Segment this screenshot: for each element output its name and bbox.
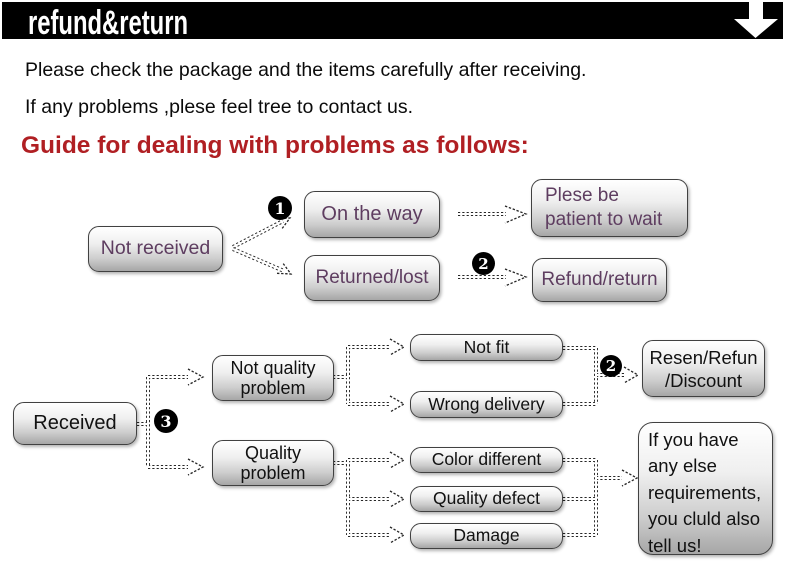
step-badge-3: 3 xyxy=(154,409,178,433)
flow-box-returned-lost: Returned/lost xyxy=(304,255,440,301)
arrow-ontheway-patient xyxy=(458,205,528,224)
flow-box-label: Wrong delivery xyxy=(428,393,545,414)
flow-box-quality-problem: Quality problem xyxy=(212,440,334,486)
flow-box-color-different: Color different xyxy=(410,447,563,473)
flow-box-label: On the way xyxy=(321,203,423,226)
connector-notquality-branch xyxy=(333,338,406,413)
flow-box-other-requirements-note: If you have any else requirements, you c… xyxy=(638,422,773,556)
flow-box-label: patient to wait xyxy=(545,209,663,230)
step-badge-1: 1 xyxy=(268,196,292,220)
flow-box-on-the-way: On the way xyxy=(304,191,440,238)
flow-box-label: Not received xyxy=(100,237,211,260)
flow-box-label: problem xyxy=(240,463,306,483)
note-line: If you have xyxy=(648,429,739,450)
flow-box-damage: Damage xyxy=(410,523,563,549)
flow-box-label: Received xyxy=(33,412,117,435)
flow-box-label: Quality xyxy=(244,443,302,463)
flow-box-not-fit: Not fit xyxy=(410,334,563,361)
flow-box-label: Quality defect xyxy=(433,488,540,509)
flow-box-label: problem xyxy=(240,378,306,398)
note-line: you cluld also xyxy=(648,508,761,530)
flow-box-label: Damage xyxy=(453,525,520,546)
intro-line-1: Please check the package and the items c… xyxy=(25,59,587,81)
flow-box-label: Plese be xyxy=(545,185,619,206)
header-bar: refund&return xyxy=(2,2,783,42)
flow-box-refund-return: Refund/return xyxy=(532,258,667,302)
guide-heading: Guide for dealing with problems as follo… xyxy=(21,132,529,159)
connector-merge-resen xyxy=(563,346,640,406)
flow-box-label: Returned/lost xyxy=(315,267,429,289)
flow-box-label: Not fit xyxy=(463,336,510,357)
flow-box-not-quality-problem: Not quality problem xyxy=(212,355,334,401)
intro-line-2: If any problems ,plese feel tree to cont… xyxy=(25,96,414,118)
flow-box-received: Received xyxy=(13,402,137,445)
arrow-returnedlost-refund xyxy=(458,268,528,287)
page-title: refund&return xyxy=(28,4,188,42)
flow-box-resen-refund-discount: Resen/Refun /Discount xyxy=(642,340,765,397)
flow-box-not-received: Not received xyxy=(88,226,223,272)
note-line: tell us! xyxy=(648,534,702,556)
note-line: any else xyxy=(648,455,717,477)
flow-box-label: Refund/return xyxy=(541,269,658,291)
step-badge-2b: 2 xyxy=(600,355,622,377)
flow-box-wrong-delivery: Wrong delivery xyxy=(410,391,563,418)
flow-box-label: Resen/Refun xyxy=(649,346,758,368)
down-arrow-icon xyxy=(734,2,778,38)
arrow-notreceived-returnedlost xyxy=(232,247,293,275)
flow-box-patient-wait: Plese be patient to wait xyxy=(531,179,688,237)
step-badge-2: 2 xyxy=(472,252,495,275)
arrow-notreceived-ontheway xyxy=(232,217,292,249)
connector-received-branch xyxy=(137,368,205,476)
flow-box-label: Not quality xyxy=(230,358,316,378)
flow-box-label: /Discount xyxy=(664,369,743,391)
flow-box-label: Color different xyxy=(431,449,542,470)
note-line: requirements, xyxy=(648,481,762,503)
connector-quality-branch xyxy=(333,451,406,544)
connector-merge-note xyxy=(563,458,639,537)
flow-box-quality-defect: Quality defect xyxy=(410,486,563,512)
